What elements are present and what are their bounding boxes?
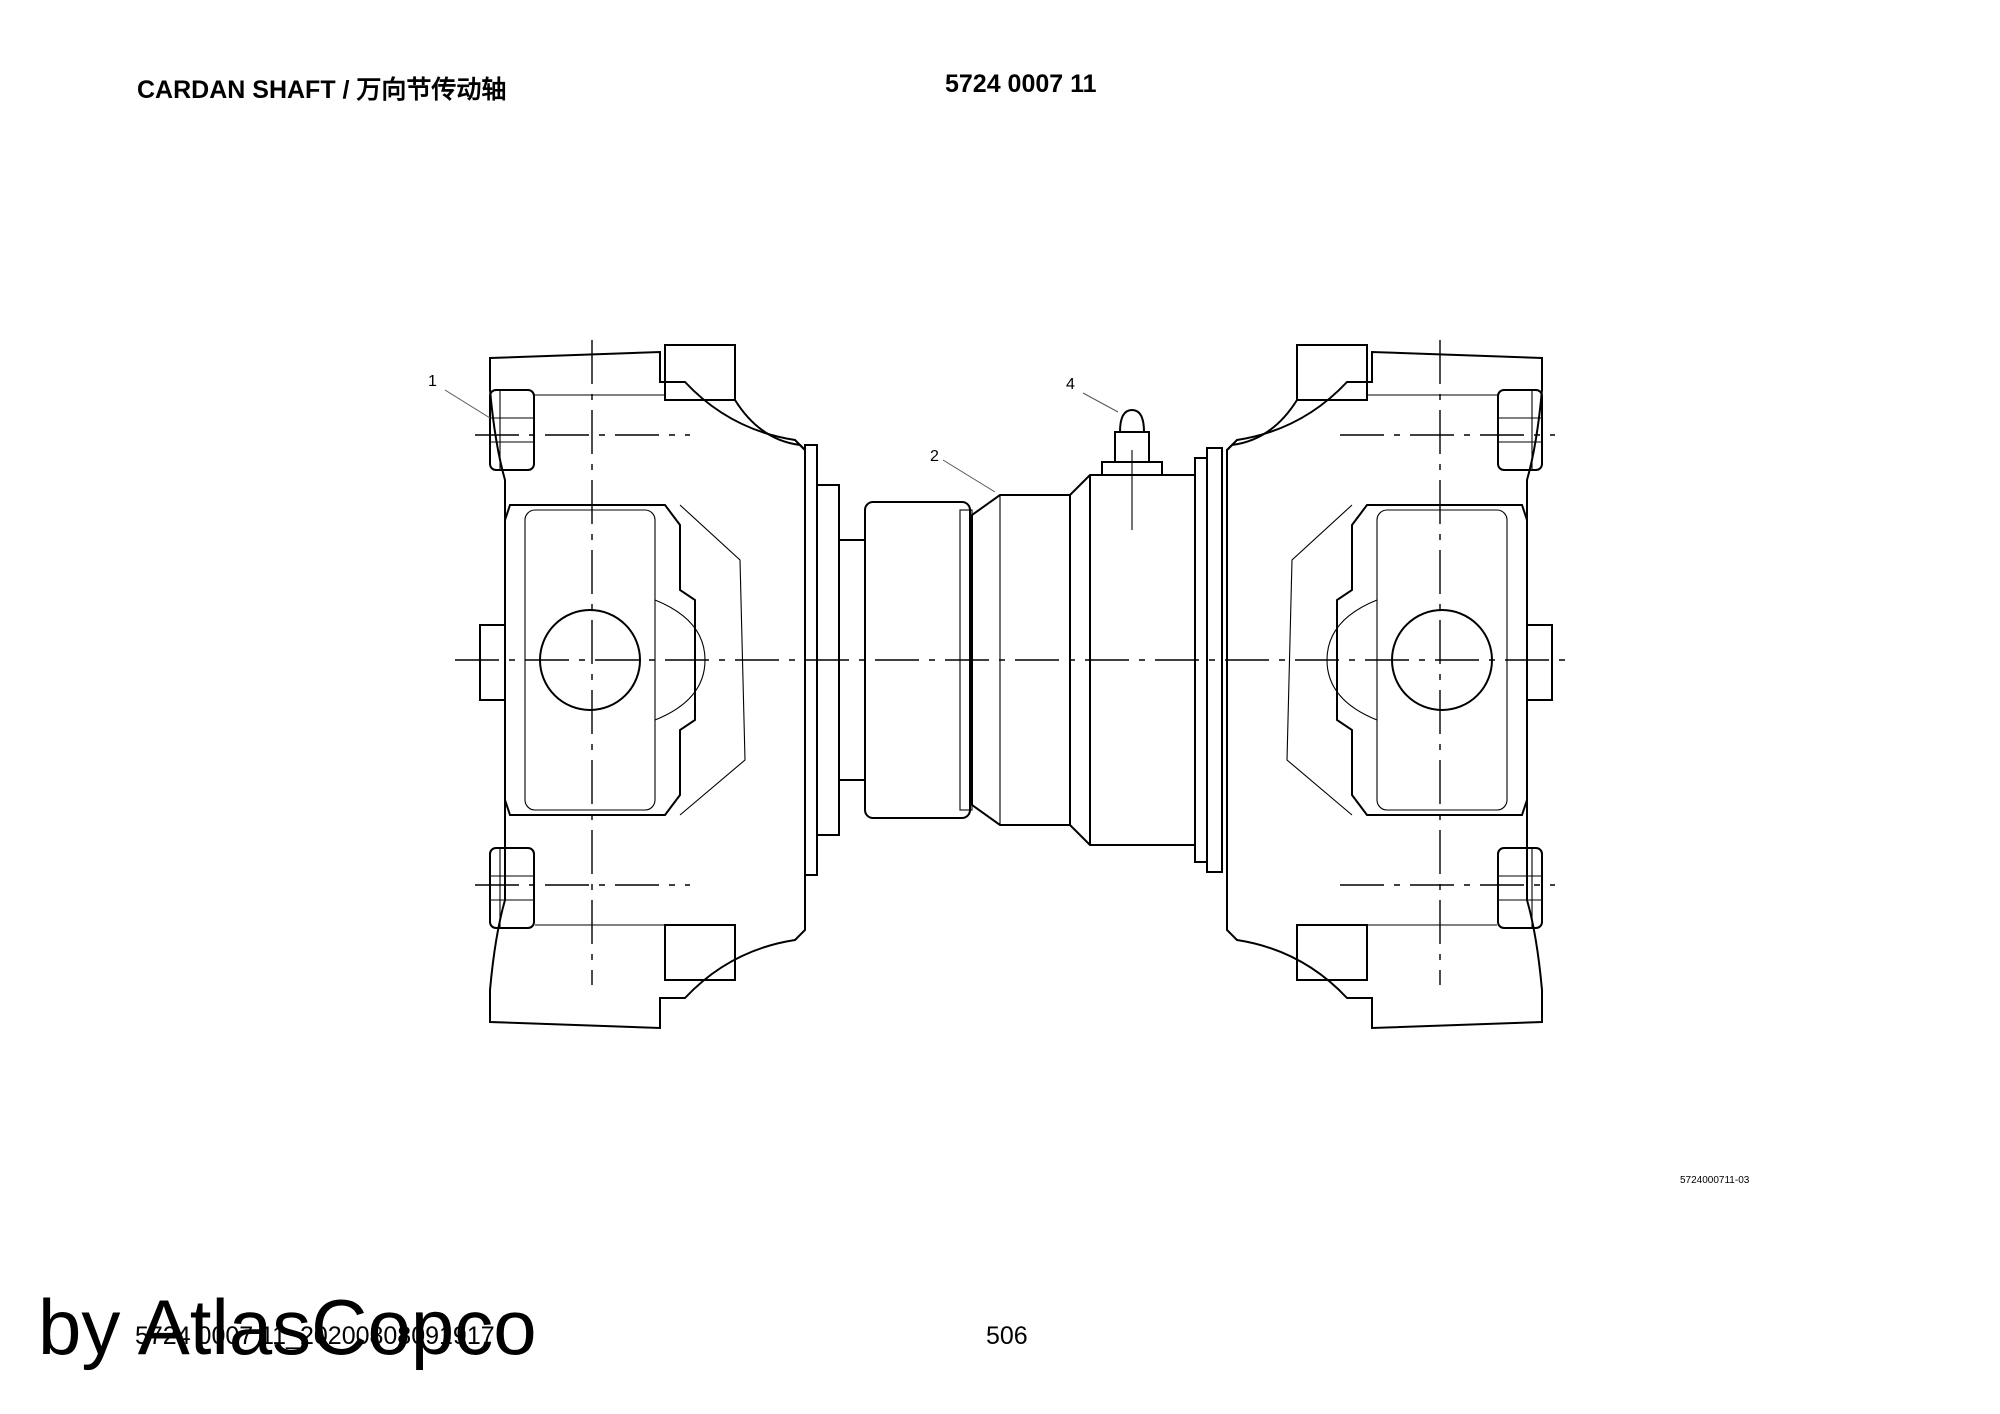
- page-number: 506: [986, 1322, 1028, 1350]
- footer-doc-id: 5724 0007 11_20200808091917: [135, 1322, 495, 1350]
- watermark: by AtlasCopco: [38, 1283, 537, 1371]
- callout-4: 4: [1066, 376, 1075, 393]
- document-title: CARDAN SHAFT / 万向节传动轴: [137, 76, 507, 104]
- callout-2: 2: [930, 448, 939, 465]
- callout-1: 1: [428, 373, 437, 390]
- figure-reference: 5724000711-03: [1680, 1175, 1750, 1186]
- document-number: 5724 0007 11: [945, 70, 1097, 98]
